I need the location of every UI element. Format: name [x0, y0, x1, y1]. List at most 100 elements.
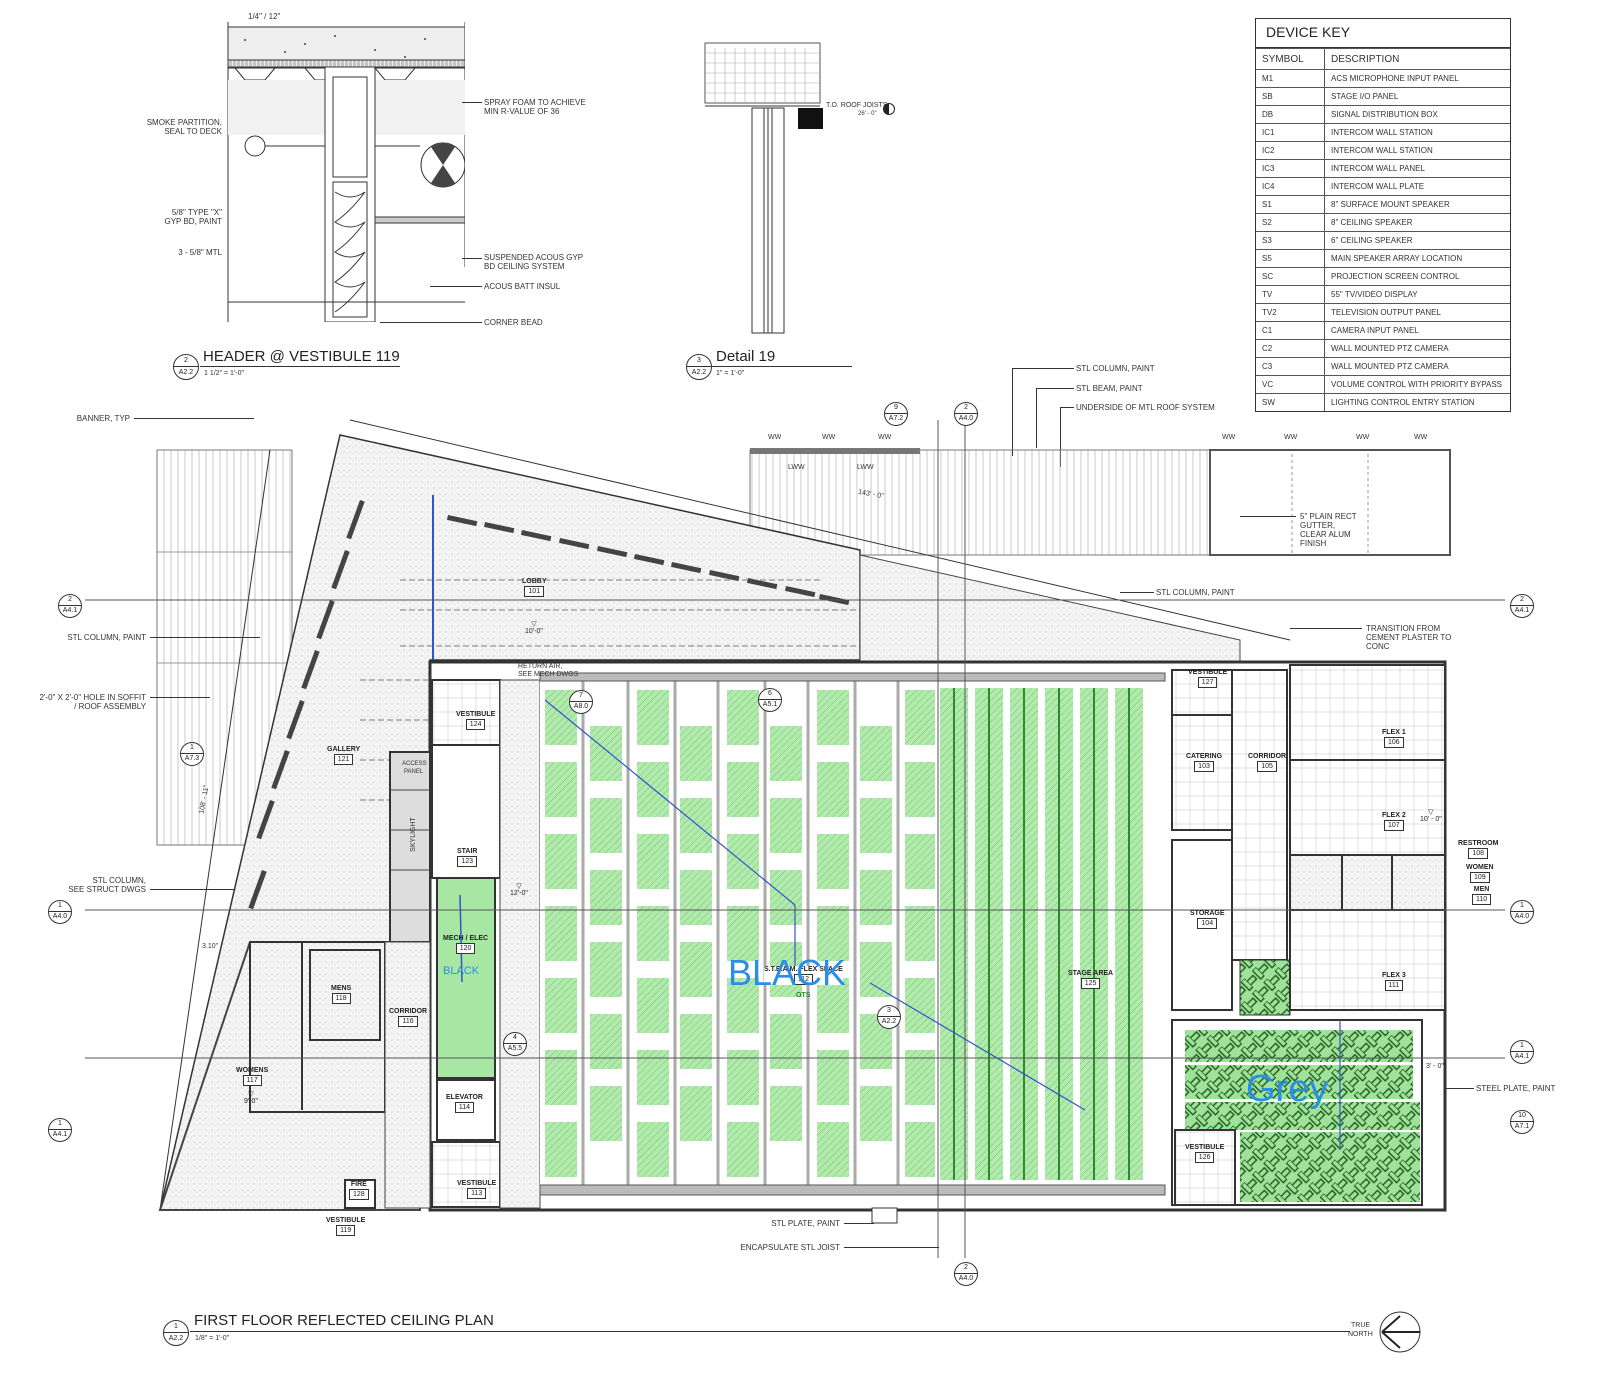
north-label-2: NORTH — [1348, 1331, 1373, 1338]
header-detail-drawing — [225, 22, 466, 323]
callout-access-panel-2: PANEL — [404, 769, 424, 775]
callout-stl-column-top: STL COLUMN, PAINT — [1076, 364, 1155, 373]
device-symbol: S5 — [1256, 249, 1325, 268]
note-ceiling-2: BD CEILING SYSTEM — [484, 262, 565, 271]
device-key-title: DEVICE KEY — [1256, 19, 1510, 48]
callout-stl-plate: STL PLATE, PAINT — [771, 1219, 840, 1228]
callout-return-air-2: SEE MECH DWGS — [518, 671, 579, 678]
callout-gutter-3: CLEAR ALUM — [1300, 530, 1351, 539]
device-symbol: S3 — [1256, 231, 1325, 250]
window-tag-ww-4: WW — [1222, 434, 1236, 441]
device-symbol: C1 — [1256, 321, 1325, 340]
ots-label: OTS — [796, 992, 811, 999]
device-symbol: SC — [1256, 267, 1325, 286]
elevation-target-icon — [883, 103, 895, 115]
device-symbol: VC — [1256, 375, 1325, 394]
device-description: ACS MICROPHONE INPUT PANEL — [1324, 69, 1510, 88]
device-symbol: TV2 — [1256, 303, 1325, 322]
floor-plan-svg — [85, 419, 1505, 1258]
ceiling-height-flex: ▽12'-0" — [510, 883, 528, 897]
plan-scale: 1/8" = 1'-0" — [195, 1335, 230, 1342]
window-tag-ww-7: WW — [1414, 434, 1428, 441]
device-description: 8" SURFACE MOUNT SPEAKER — [1324, 195, 1510, 214]
overlay-grey-label: Grey — [1246, 1068, 1329, 1110]
device-description: 55" TV/VIDEO DISPLAY — [1324, 285, 1510, 304]
note-smoke-partition-2: SEAL TO DECK — [164, 127, 222, 136]
device-description: STAGE I/O PANEL — [1324, 87, 1510, 106]
ceiling-height-lobby: ▽10'-0" — [525, 621, 543, 635]
detail-19-scale: 1" = 1'-0" — [716, 370, 745, 377]
detail-header-title: HEADER @ VESTIBULE 119 — [203, 348, 400, 365]
callout-stl-column-struct-1: STL COLUMN, — [92, 876, 147, 885]
device-description: SIGNAL DISTRIBUTION BOX — [1324, 105, 1510, 124]
device-symbol: S1 — [1256, 195, 1325, 214]
dim-3-0: 3' - 0" — [1426, 1063, 1444, 1070]
callout-transition-1: TRANSITION FROM — [1366, 624, 1441, 633]
slope-label: 1/4" / 12" — [248, 12, 281, 21]
detail-19-drawing — [700, 38, 900, 338]
floor-plan — [0, 390, 1600, 1290]
device-key-header-row: SYMBOL DESCRIPTION — [1256, 48, 1510, 70]
callout-banner: BANNER, TYP — [76, 414, 130, 423]
device-description: INTERCOM WALL PLATE — [1324, 177, 1510, 196]
note-corner-bead: CORNER BEAD — [484, 318, 543, 327]
roof-joists-label: T.O. ROOF JOISTS — [826, 102, 888, 109]
window-tag-ww-3: WW — [878, 434, 892, 441]
callout-gutter-4: FINISH — [1300, 539, 1327, 548]
device-symbol: C3 — [1256, 357, 1325, 376]
device-symbol: IC4 — [1256, 177, 1325, 196]
device-description: LIGHTING CONTROL ENTRY STATION — [1324, 393, 1510, 411]
callout-stl-beam: STL BEAM, PAINT — [1076, 384, 1143, 393]
callout-gutter-1: 5" PLAIN RECT — [1300, 512, 1357, 521]
device-symbol: S2 — [1256, 213, 1325, 232]
device-symbol: IC3 — [1256, 159, 1325, 178]
ceiling-height-flex1: ▽10' - 0" — [1420, 809, 1442, 823]
device-symbol: M1 — [1256, 69, 1325, 88]
device-description: INTERCOM WALL PANEL — [1324, 159, 1510, 178]
callout-underside-roof: UNDERSIDE OF MTL ROOF SYSTEM — [1076, 403, 1215, 412]
col-description: DESCRIPTION — [1324, 48, 1510, 70]
device-symbol: IC2 — [1256, 141, 1325, 160]
callout-gutter-2: GUTTER, — [1300, 521, 1336, 530]
